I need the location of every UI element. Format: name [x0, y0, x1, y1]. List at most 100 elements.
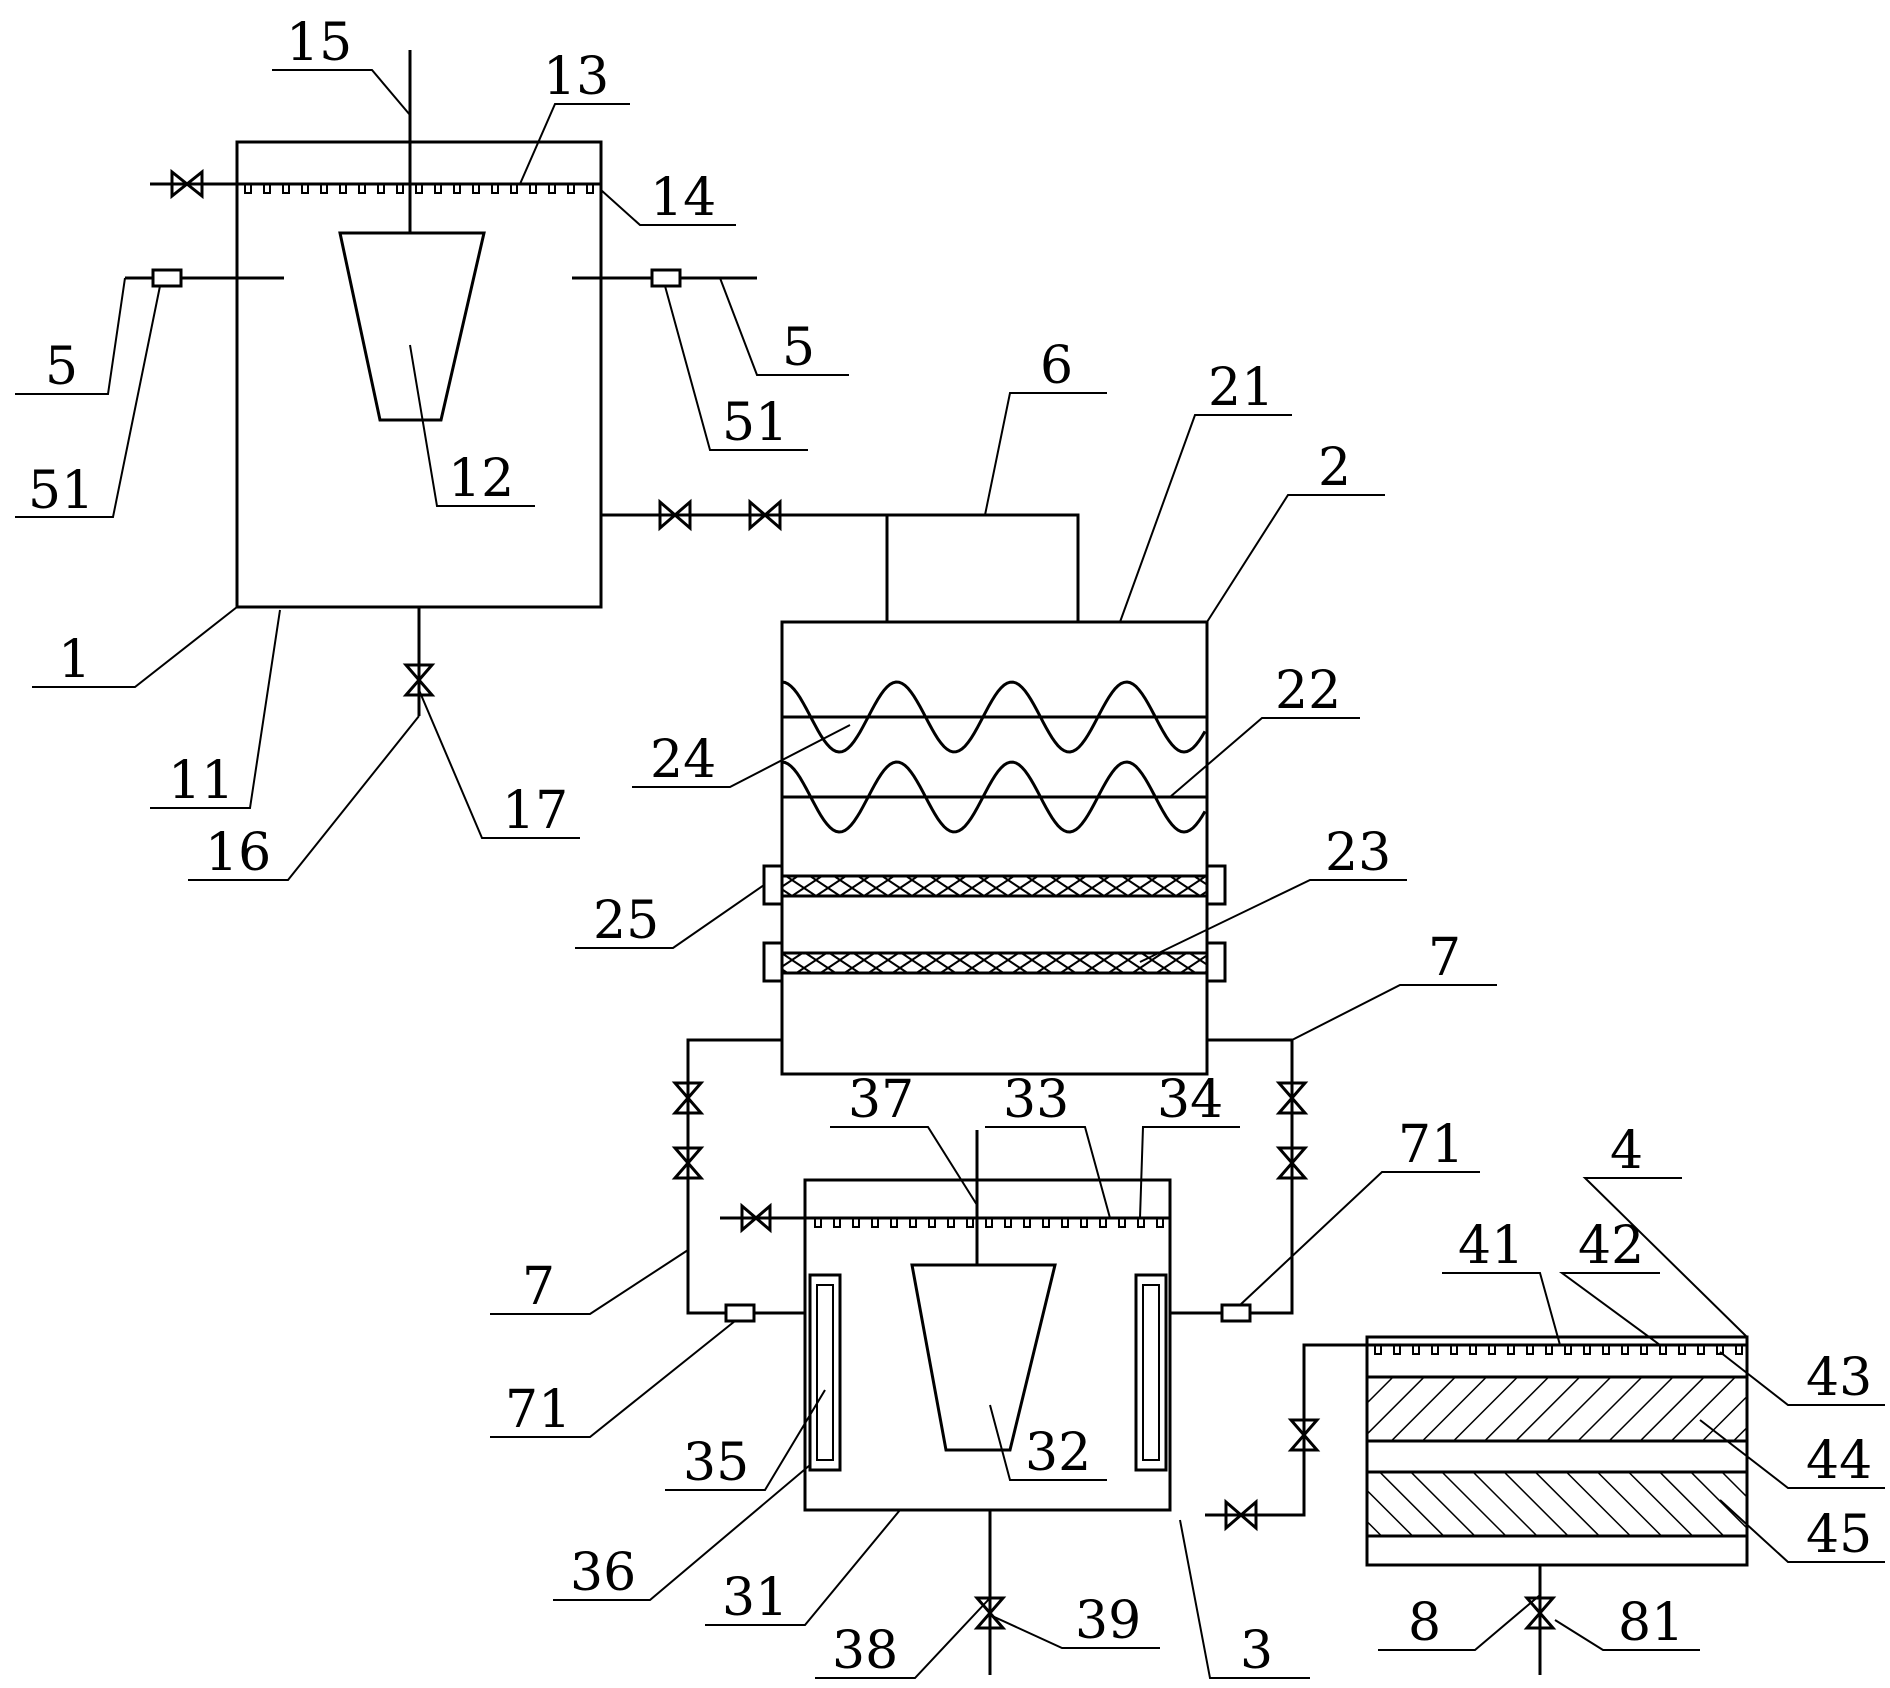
- drain-valve-17-icon: [402, 663, 436, 697]
- screen-upper: [780, 874, 1209, 898]
- spray-nozzle: [909, 1217, 917, 1228]
- label-23: 23: [1325, 823, 1391, 883]
- spray-nozzle: [415, 183, 423, 194]
- spray-nozzles-34: [814, 1217, 1164, 1228]
- heater-element-35-right: [1142, 1284, 1160, 1461]
- label-32: 32: [1025, 1423, 1091, 1483]
- spray-nozzle: [1659, 1344, 1667, 1355]
- spray-nozzle: [1431, 1344, 1439, 1355]
- spray-nozzle: [985, 1217, 993, 1228]
- spray-nozzle: [1061, 1217, 1069, 1228]
- label-38: 38: [832, 1621, 898, 1681]
- valve-icon: [1275, 1146, 1309, 1180]
- spray-nozzle: [1678, 1344, 1686, 1355]
- holder-25-left-lower: [762, 941, 784, 983]
- label-51-left: 51: [28, 461, 94, 521]
- label-7-left: 7: [522, 1257, 555, 1317]
- spray-nozzle: [1735, 1344, 1743, 1355]
- spray-nozzle: [586, 183, 594, 194]
- unit-4: [1346, 1335, 1749, 1675]
- part-labels: 15 13 14 5 51 5 51 12 1 11 16 17 6 21 2 …: [28, 13, 1872, 1681]
- spray-nozzle: [1374, 1344, 1382, 1355]
- label-7-right: 7: [1428, 928, 1461, 988]
- basket-12: [338, 231, 486, 422]
- spray-nozzle: [1488, 1344, 1496, 1355]
- spray-nozzle: [510, 183, 518, 194]
- label-5-right: 5: [782, 318, 815, 378]
- label-5-left: 5: [45, 337, 78, 397]
- spray-nozzle: [1621, 1344, 1629, 1355]
- holder-25-left-upper: [762, 864, 784, 906]
- spray-nozzle: [1042, 1217, 1050, 1228]
- spray-nozzle: [377, 183, 385, 194]
- label-45: 45: [1806, 1505, 1872, 1565]
- label-41: 41: [1458, 1216, 1524, 1276]
- spray-nozzle: [947, 1217, 955, 1228]
- label-51-right: 51: [722, 393, 788, 453]
- spray-nozzle: [833, 1217, 841, 1228]
- spray-nozzle: [1118, 1217, 1126, 1228]
- spray-nozzle: [282, 183, 290, 194]
- holder-25-right-upper: [1205, 864, 1227, 906]
- label-21: 21: [1208, 358, 1274, 418]
- spray-nozzle: [1004, 1217, 1012, 1228]
- drain-valve-81-icon: [1523, 1596, 1557, 1630]
- heater-36-right: [1134, 1273, 1168, 1472]
- spray-nozzle: [320, 183, 328, 194]
- spray-nozzle: [1469, 1344, 1477, 1355]
- unit-2-body: [780, 620, 1209, 1076]
- spray-nozzle: [1156, 1217, 1164, 1228]
- label-33: 33: [1003, 1070, 1069, 1130]
- unit-2: [762, 620, 1227, 1076]
- label-16: 16: [205, 823, 271, 883]
- spray-nozzle: [434, 183, 442, 194]
- label-24: 24: [650, 730, 716, 790]
- spray-nozzle: [358, 183, 366, 194]
- valve-icon: [1287, 1418, 1321, 1452]
- label-42: 42: [1578, 1216, 1644, 1276]
- label-71-left: 71: [505, 1380, 571, 1440]
- holder-25-right-lower: [1205, 941, 1227, 983]
- leader-lines: [15, 69, 1885, 1679]
- valve-icon: [748, 498, 782, 532]
- label-2: 2: [1318, 438, 1351, 498]
- label-34: 34: [1157, 1070, 1223, 1130]
- spray-nozzle: [339, 183, 347, 194]
- spray-nozzle: [928, 1217, 936, 1228]
- spray-nozzle: [491, 183, 499, 194]
- valve-icon: [658, 498, 692, 532]
- spray-nozzle: [1583, 1344, 1591, 1355]
- spray-nozzle: [890, 1217, 898, 1228]
- label-37: 37: [848, 1070, 914, 1130]
- spray-nozzle: [301, 183, 309, 194]
- label-3: 3: [1240, 1621, 1273, 1681]
- heater-element-35-left: [816, 1284, 834, 1461]
- valve-icon: [1224, 1498, 1258, 1532]
- filter-layer-45: [1365, 1470, 1749, 1538]
- spray-nozzle: [244, 183, 252, 194]
- sensor-51-right: [650, 268, 682, 288]
- label-11: 11: [168, 751, 234, 811]
- tank-3-body: [803, 1178, 1172, 1512]
- valve-icon: [671, 1081, 705, 1115]
- tank-3: [720, 1130, 1346, 1675]
- label-4: 4: [1610, 1121, 1643, 1181]
- label-25: 25: [593, 891, 659, 951]
- pipe-6: [601, 498, 1080, 622]
- spray-nozzle: [1526, 1344, 1534, 1355]
- spray-nozzle: [1640, 1344, 1648, 1355]
- label-13: 13: [543, 47, 609, 107]
- sensor-71-right: [1220, 1303, 1252, 1323]
- valve-icon: [671, 1146, 705, 1180]
- screen-23: [780, 951, 1209, 975]
- tank-1: [125, 50, 757, 716]
- spray-inlet-valve-icon: [170, 168, 204, 200]
- spray-inlet-valve-icon: [740, 1202, 772, 1234]
- sensor-71-left: [724, 1303, 756, 1323]
- label-43: 43: [1806, 1348, 1872, 1408]
- spray-nozzle: [529, 183, 537, 194]
- spray-nozzle: [1393, 1344, 1401, 1355]
- label-81: 81: [1618, 1593, 1684, 1653]
